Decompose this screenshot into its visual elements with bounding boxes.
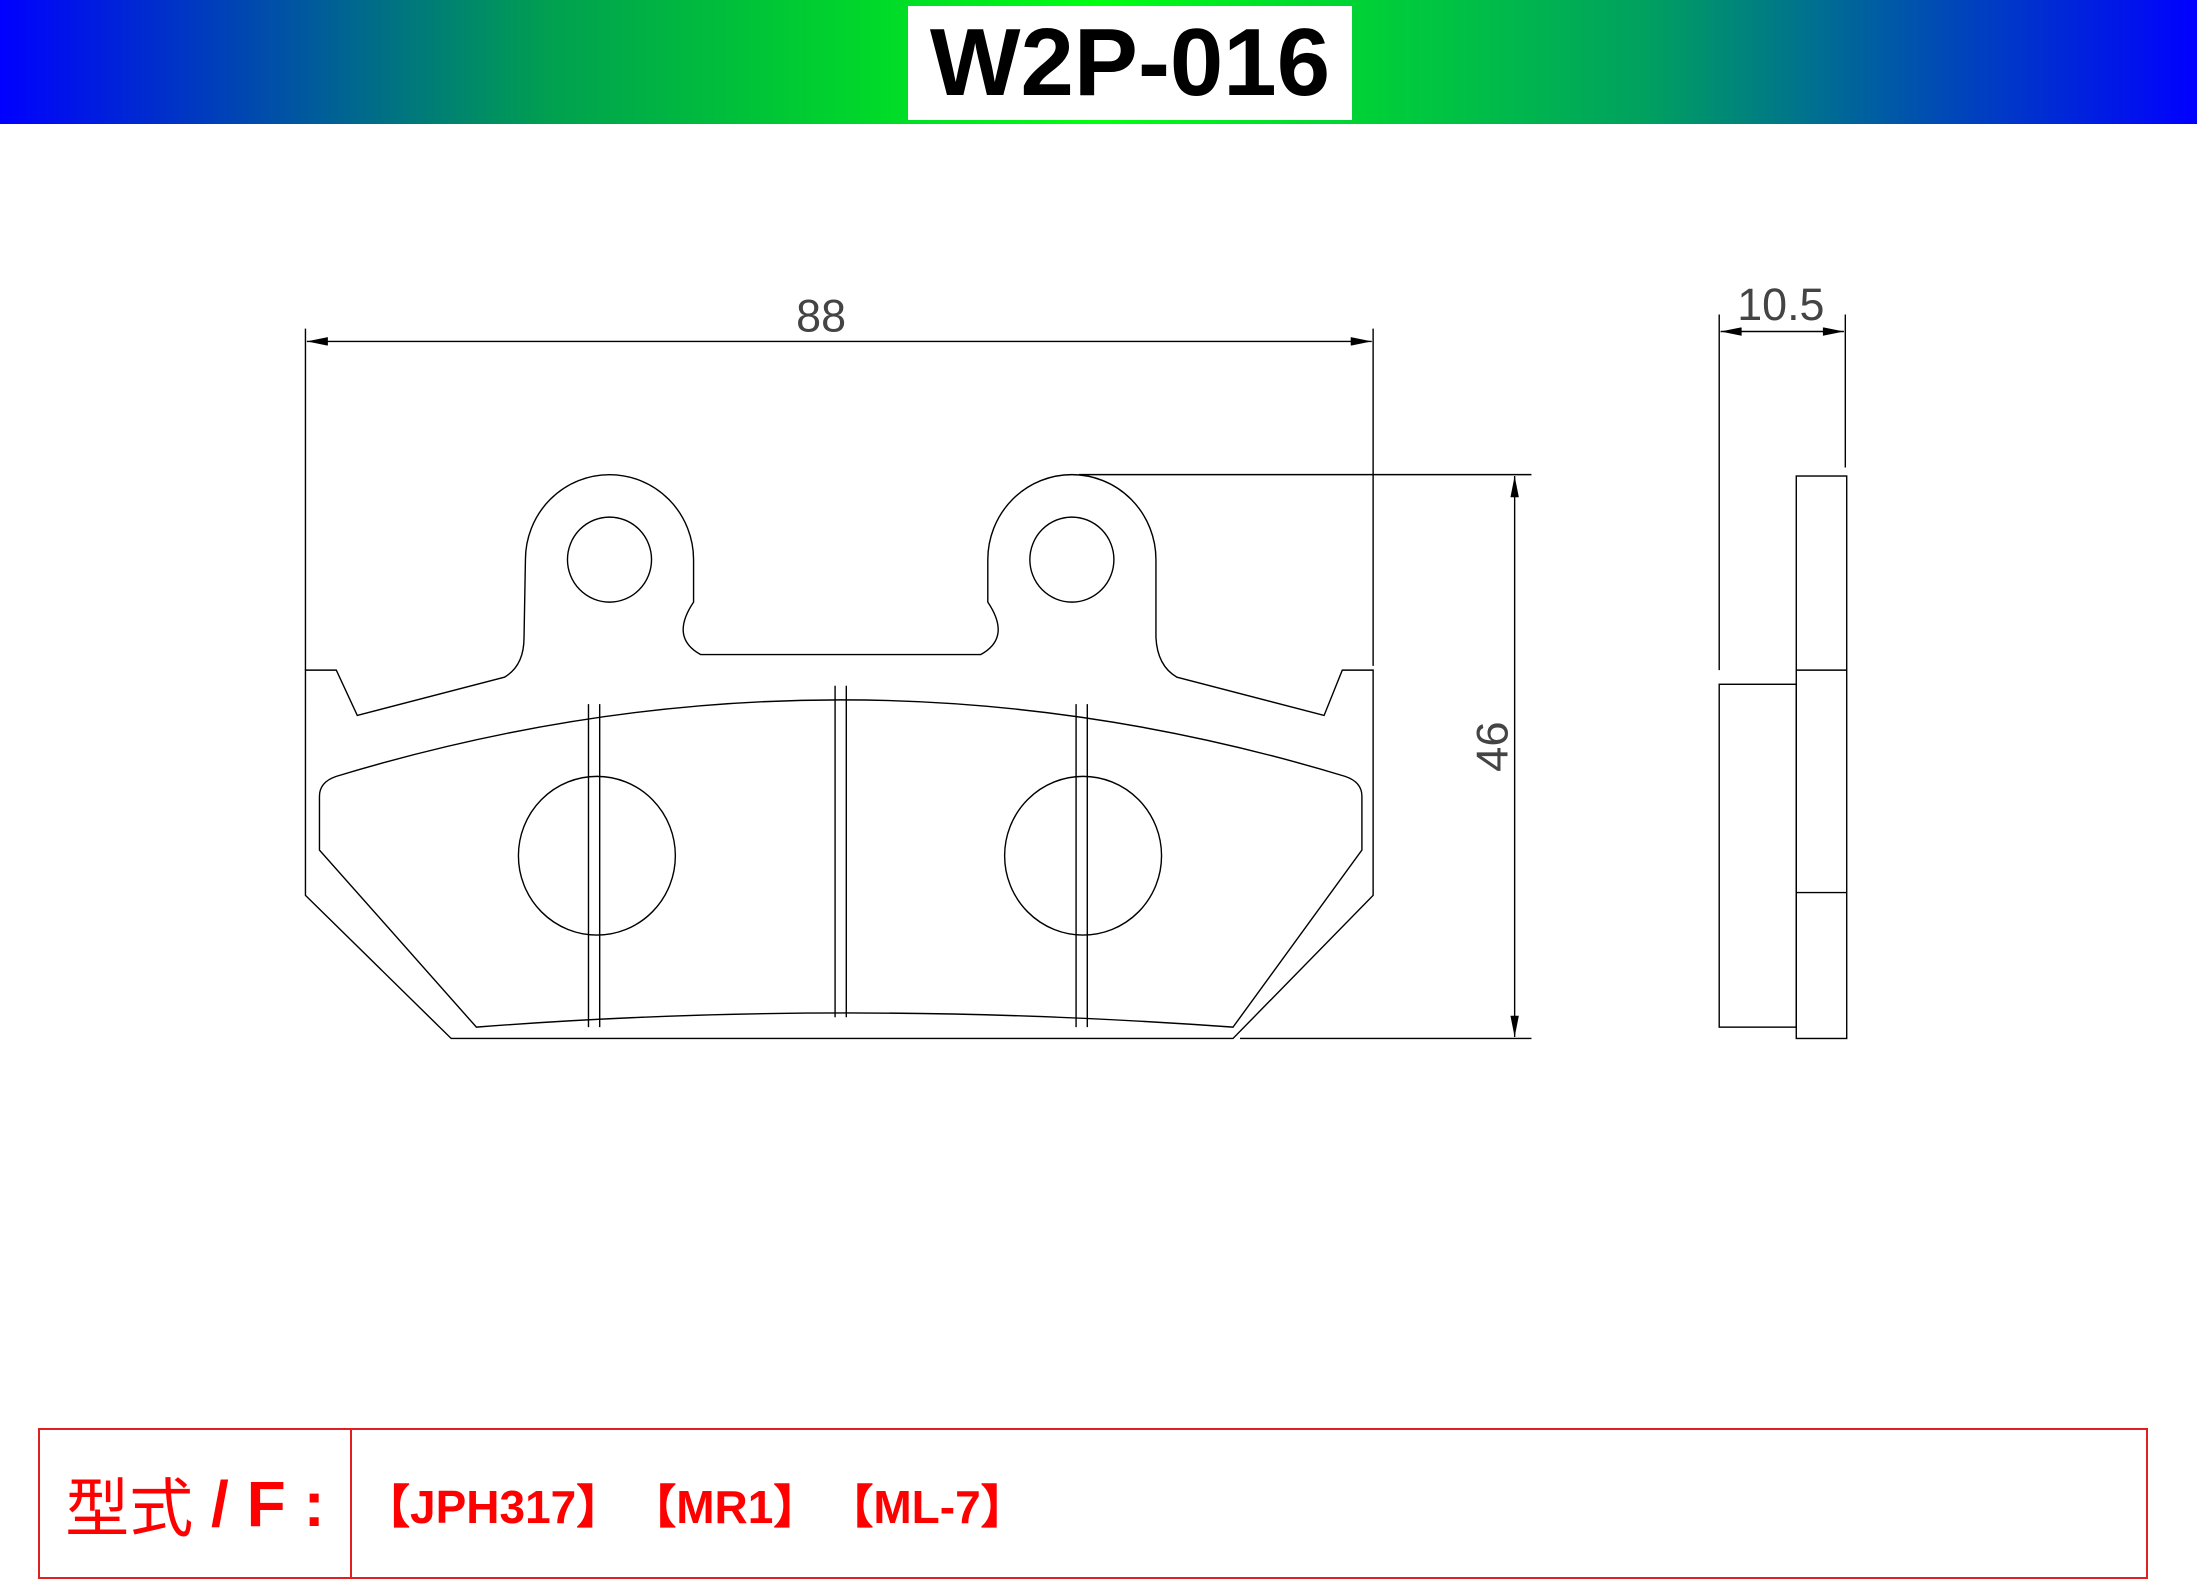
model-code: 【JPH317】 [364,1480,623,1533]
dimension-extension-lines [304,314,1847,1040]
header-banner: W2P-016 [0,0,2197,124]
width-dimension-label: 88 [796,290,846,341]
slot-right [1075,704,1088,1028]
fitment-table: 型式 / F : 【JPH317】 【MR1】 【ML-7】 [38,1428,2148,1579]
side-view-backing [1795,475,1848,1040]
side-view-divisions [1796,669,1847,894]
thickness-dimension-label: 10.5 [1737,279,1824,330]
fitment-models: 【JPH317】 【MR1】 【ML-7】 [352,1430,1035,1577]
fitment-label-en: F : [246,1467,325,1540]
slot-center [834,685,847,1018]
part-number-title: W2P-016 [908,6,1352,120]
fitment-label-sep: / [193,1467,247,1540]
friction-material-outline [318,699,1363,1028]
model-code: 【ML-7】 [827,1480,1027,1533]
fitment-label-cn: 型式 [65,1472,194,1545]
mounting-hole-right [1029,516,1115,603]
slot-left [587,704,601,1028]
height-dimension-label: 46 [1467,721,1518,771]
piston-circle-right [1003,775,1163,936]
model-code: 【MR1】 [630,1480,820,1533]
backing-plate-outline [304,473,1374,1040]
piston-circle-left [517,775,677,936]
side-view-friction [1718,683,1797,1028]
mounting-hole-left [566,516,653,603]
fitment-label: 型式 / F : [40,1430,352,1577]
